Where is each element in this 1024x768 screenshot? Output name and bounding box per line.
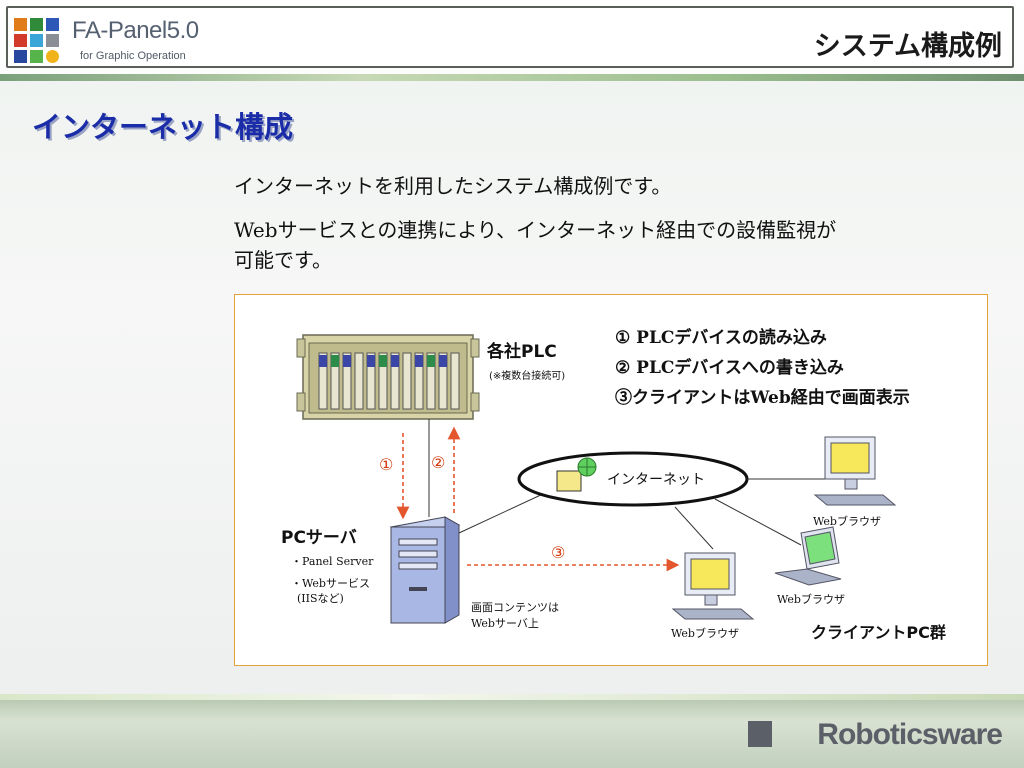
header: FA-Panel5.0 for Graphic Operation システム構成… [0, 0, 1024, 74]
internet-client-link-3 [674, 506, 714, 550]
pc-server-icon [389, 516, 461, 624]
client-desktop-icon-1 [813, 436, 897, 506]
pc-server-label: PCサーバ [281, 528, 357, 548]
intro-line-2: Webサービスとの連携により、インターネット経由での設備監視が [234, 218, 837, 242]
browser-label-3: Webブラウザ [671, 627, 739, 640]
step-1: ① PLCデバイスの読み込み [615, 328, 827, 348]
marker-web: ③ [551, 543, 566, 562]
logo-icon [14, 18, 60, 64]
section-title: インターネット構成 [32, 110, 294, 144]
system-diagram: 各社PLC (※複数台接続可) ① PLCデバイスの読み込み ② PLCデバイス… [234, 294, 988, 666]
server-internet-link [458, 492, 546, 534]
content-note-2: Webサーバ上 [471, 617, 539, 630]
footer [0, 700, 1024, 768]
brand-subtitle: for Graphic Operation [80, 50, 186, 62]
plc-label: 各社PLC [487, 342, 557, 362]
marker-read: ① [379, 455, 394, 474]
browser-label-1: Webブラウザ [813, 515, 881, 528]
vendor-name: Roboticsware [817, 718, 1003, 751]
header-stripe [0, 74, 1024, 81]
step-2: ② PLCデバイスへの書き込み [615, 358, 844, 378]
content-note-1: 画面コンテンツは [471, 601, 559, 614]
internet-label: インターネット [607, 472, 705, 488]
internet-client-link-2 [714, 498, 802, 546]
step-3: ③クライアントはWeb経由で画面表示 [615, 388, 910, 408]
footer-stripe [0, 694, 1024, 702]
internet-globe-icon [556, 457, 597, 492]
client-group-label: クライアントPC群 [811, 623, 946, 642]
plc-rack-icon [296, 334, 480, 420]
client-desktop-icon-2 [671, 552, 755, 620]
diagram-drawing [296, 334, 897, 624]
browser-label-2: Webブラウザ [777, 593, 845, 606]
plc-note: (※複数台接続可) [489, 371, 566, 382]
server-item-3: (IISなど) [297, 592, 344, 605]
vendor-logo-icon [748, 721, 772, 747]
brand-name: FA-Panel5.0 [72, 17, 199, 44]
server-item-2: ・Webサービス [291, 577, 370, 590]
intro-line-1: インターネットを利用したシステム構成例です。 [234, 174, 672, 198]
page-title: システム構成例 [813, 31, 1002, 62]
marker-write: ② [431, 453, 446, 472]
server-item-1: ・Panel Server [291, 555, 374, 568]
client-laptop-icon [774, 526, 842, 586]
intro-line-3: 可能です。 [234, 248, 332, 272]
header-frame [6, 6, 1014, 68]
